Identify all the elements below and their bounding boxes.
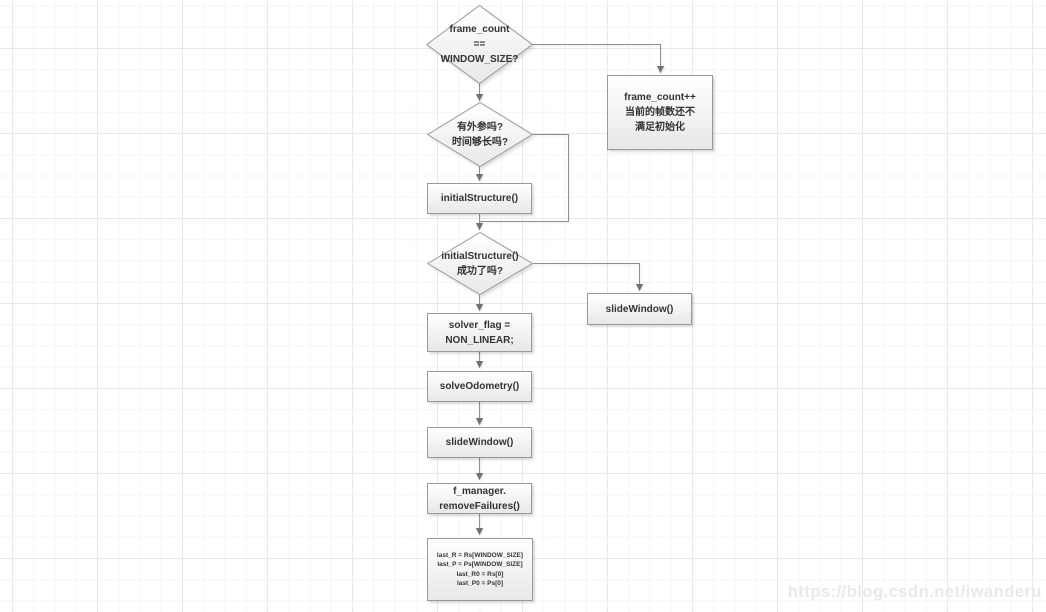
node-label: 有外参吗? 时间够长吗? — [451, 121, 509, 148]
node-slide-window-fail: slideWindow() — [587, 293, 692, 325]
csdn-watermark: https://blog.csdn.net/iwanderu — [787, 583, 1042, 601]
node-label: solver_flag = NON_LINEAR; — [445, 319, 514, 346]
node-label: solveOdometry() — [439, 381, 520, 392]
node-check-frame-count: frame_count == WINDOW_SIZE? — [426, 5, 533, 84]
node-solve-odometry: solveOdometry() — [427, 371, 532, 402]
diamond-icon — [426, 5, 533, 84]
connector-framecheck-to-increment — [532, 44, 665, 74]
node-label: slideWindow() — [605, 303, 674, 315]
node-check-init-success: initialStructure() 成功了吗? — [427, 232, 533, 295]
node-label: slideWindow() — [445, 437, 514, 448]
node-set-solver-flag: solver_flag = NON_LINEAR; — [427, 313, 532, 352]
node-initial-structure: initialStructure() — [427, 183, 532, 214]
diamond-icon — [427, 102, 533, 167]
node-label: last_R = Rs[WINDOW_SIZE] last_P = Ps[WIN… — [436, 551, 524, 587]
node-check-extrinsic: 有外参吗? 时间够长吗? — [427, 102, 533, 167]
node-label: f_manager. removeFailures() — [439, 485, 520, 512]
node-label: frame_count++ 当前的帧数还不 满足初始化 — [624, 92, 696, 133]
node-label: frame_count == WINDOW_SIZE? — [440, 24, 519, 65]
diamond-icon — [427, 232, 533, 295]
node-frame-count-increment: frame_count++ 当前的帧数还不 满足初始化 — [607, 75, 713, 150]
node-remove-failures: f_manager. removeFailures() — [427, 483, 532, 514]
node-label: initialStructure() — [440, 193, 519, 204]
node-label: initialStructure() 成功了吗? — [441, 250, 519, 277]
connector-success-to-slidewindow — [533, 263, 644, 292]
node-slide-window: slideWindow() — [427, 427, 532, 458]
node-save-last-state: last_R = Rs[WINDOW_SIZE] last_P = Ps[WIN… — [427, 538, 533, 601]
